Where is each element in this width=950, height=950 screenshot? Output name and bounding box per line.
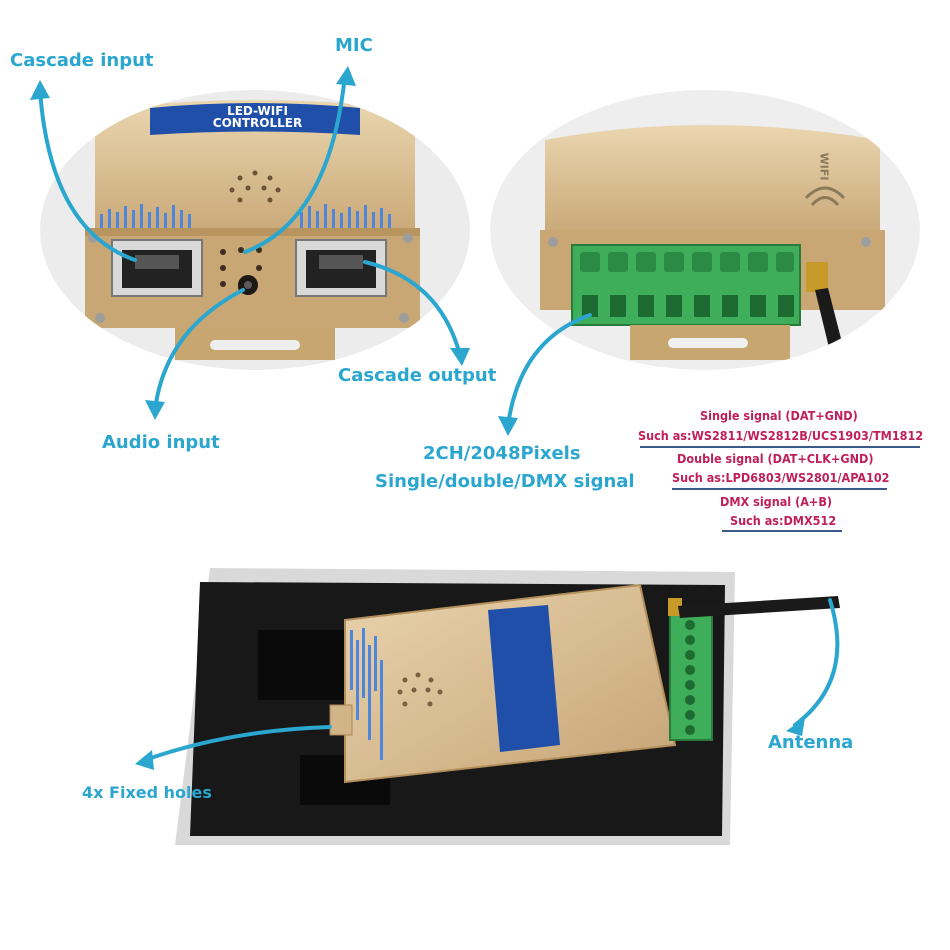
fixed-holes-label: 4x Fixed holes xyxy=(82,783,212,802)
channel-info-line1: 2CH/2048Pixels xyxy=(423,443,581,464)
boxed-device-photo xyxy=(175,568,840,845)
single-signal-title: Single signal (DAT+GND) xyxy=(700,408,858,423)
divider xyxy=(640,446,920,448)
front-closeup xyxy=(40,90,470,370)
cascade-output-label: Cascade output xyxy=(338,365,497,386)
callout-arrows xyxy=(38,73,840,762)
divider xyxy=(672,488,887,490)
dmx-signal-title: DMX signal (A+B) xyxy=(720,494,833,509)
divider xyxy=(722,530,842,532)
wifi-label: WIFI xyxy=(817,152,831,181)
single-signal-examples: Such as:WS2811/WS2812B/UCS1903/TM1812 xyxy=(638,428,924,443)
dmx-signal-examples: Such as:DMX512 xyxy=(730,513,837,528)
double-signal-title: Double signal (DAT+CLK+GND) xyxy=(677,451,874,466)
mic-label: MIC xyxy=(335,35,373,56)
terminal-closeup xyxy=(490,90,920,370)
badge-line1: LED-WIFI xyxy=(227,104,288,118)
audio-input-label: Audio input xyxy=(102,432,220,453)
badge-text-top: LED-WIFI CONTROLLER xyxy=(160,105,355,129)
channel-info-line2: Single/double/DMX signal xyxy=(375,471,635,492)
antenna-label: Antenna xyxy=(768,732,854,753)
double-signal-examples: Such as:LPD6803/WS2801/APA102 xyxy=(672,470,890,485)
badge-line2: CONTROLLER xyxy=(212,116,303,130)
cascade-input-label: Cascade input xyxy=(10,50,154,71)
